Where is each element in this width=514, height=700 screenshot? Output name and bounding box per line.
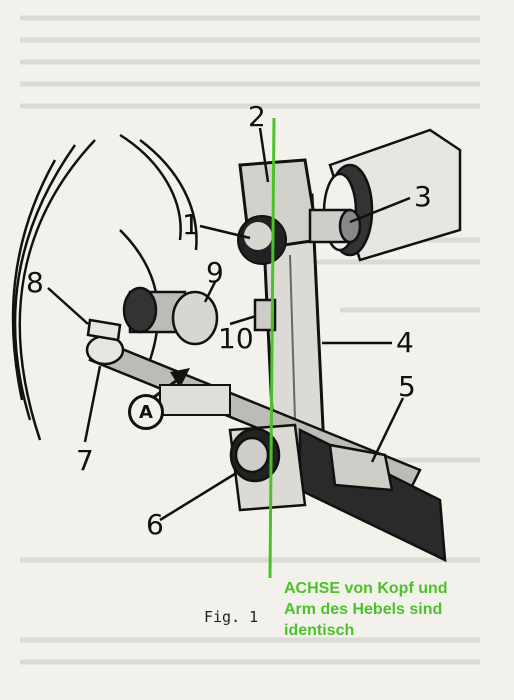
callout-3: 3 [414, 180, 432, 213]
callout-2: 2 [248, 100, 266, 133]
split-pin [85, 318, 125, 366]
callout-8: 8 [26, 266, 44, 299]
lever-head-boss [237, 215, 287, 265]
arrow-a-label: A [128, 394, 164, 430]
callout-5: 5 [398, 370, 416, 403]
callout-1: 1 [182, 208, 200, 241]
adjusting-bolt [122, 286, 219, 346]
annotation-line-3: identisch [284, 622, 355, 639]
callout-7: 7 [76, 444, 94, 477]
upper-bolt-nut [308, 208, 362, 244]
callout-6: 6 [146, 508, 164, 541]
lower-clamp-bolt [228, 423, 307, 512]
callout-10: 10 [218, 322, 254, 355]
annotation-line-1: ACHSE von Kopf und [284, 580, 448, 597]
callout-9: 9 [206, 256, 224, 289]
annotation-line-2: Arm des Hebels sind [284, 601, 443, 618]
callout-4: 4 [396, 326, 414, 359]
figure-caption: Fig. 1 [204, 608, 259, 626]
arrow-a [149, 368, 231, 416]
axis-annotation: ACHSE von Kopf und Arm des Hebels sind i… [284, 578, 484, 641]
leader-lines [47, 127, 411, 522]
wheel-outline [11, 133, 198, 441]
axis-line [268, 117, 276, 579]
